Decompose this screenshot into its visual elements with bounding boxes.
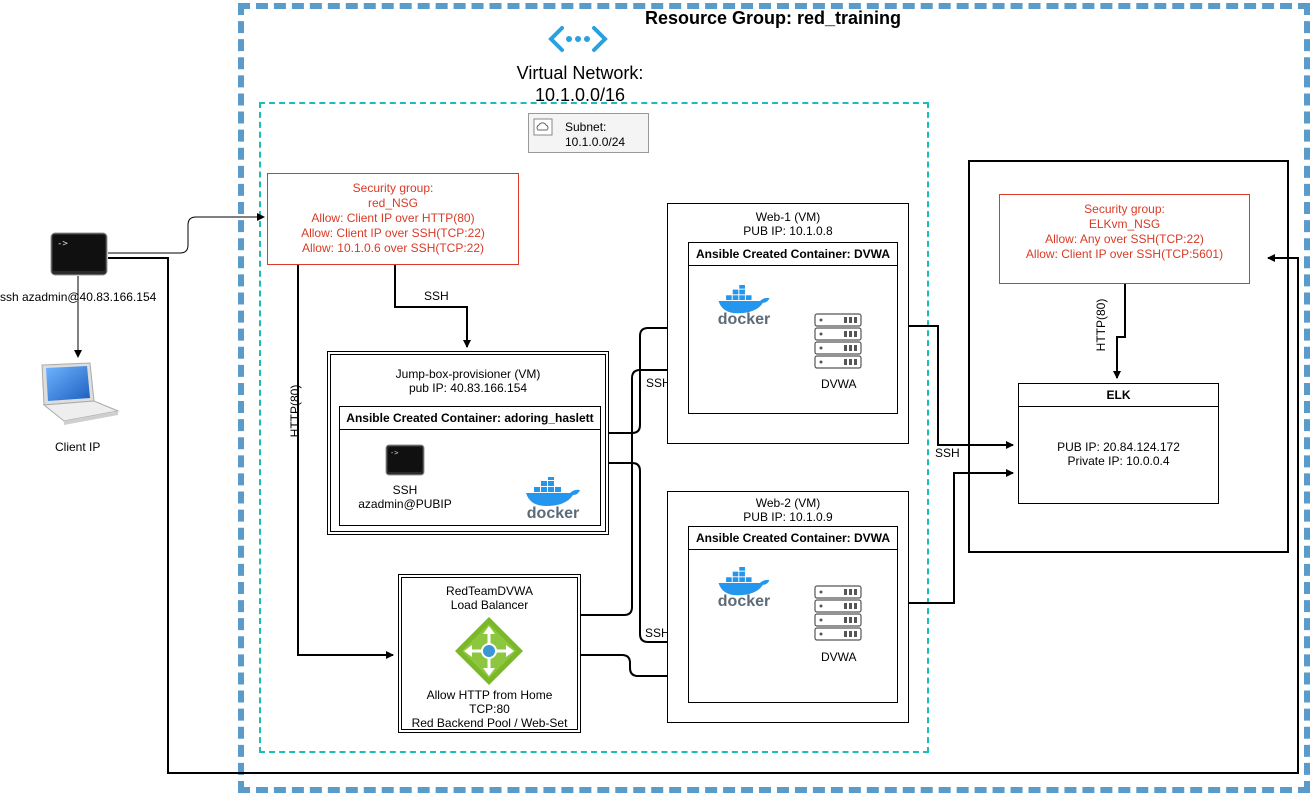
lb-subtitle: Load Balancer bbox=[450, 598, 529, 612]
web2-title: Web-2 (VM) bbox=[755, 496, 821, 510]
edge-label-http-elk: HTTP(80) bbox=[1094, 298, 1108, 352]
web1-title: Web-1 (VM) bbox=[755, 210, 821, 224]
web2-ip: PUB IP: 10.1.0.9 bbox=[743, 510, 833, 524]
elk-nsg-line-4: Allow: Client IP over SSH(TCP:5601) bbox=[1025, 247, 1224, 261]
resource-group-title: Resource Group: red_training bbox=[645, 8, 902, 28]
svg-text:->: -> bbox=[390, 449, 398, 457]
jump-box-docker-icon: docker bbox=[518, 475, 588, 523]
vnet-label: Virtual Network: 10.1.0.0/16 bbox=[490, 62, 670, 106]
edge-elknsg-elk bbox=[1113, 284, 1126, 379]
red-nsg-box: Security group: red_NSG Allow: Client IP… bbox=[267, 173, 519, 265]
subnet-cidr: 10.1.0.0/24 bbox=[565, 135, 626, 149]
web2-container: Ansible Created Container: DVWA docker bbox=[688, 526, 898, 703]
resource-group-container bbox=[238, 3, 1310, 793]
edge-client-elk-loop bbox=[108, 254, 1299, 774]
web1-ip: PUB IP: 10.1.0.8 bbox=[743, 224, 833, 238]
edge-lb-web2 bbox=[580, 654, 684, 680]
red-nsg-line-1: Security group: bbox=[352, 181, 434, 195]
edge-label-ssh-elk: SSH bbox=[935, 446, 960, 460]
web1-server-icon bbox=[814, 313, 862, 374]
edge-lb-web1 bbox=[580, 366, 684, 616]
laptop-icon bbox=[34, 361, 120, 432]
jump-box-container-title: Ansible Created Container: adoring_hasle… bbox=[340, 407, 600, 430]
load-balancer-icon bbox=[454, 616, 524, 691]
lb-line-1: Allow HTTP from Home bbox=[426, 688, 553, 702]
subnet-container bbox=[259, 102, 929, 753]
jump-box-ip: pub IP: 40.83.166.154 bbox=[408, 381, 528, 395]
elk-nsg-line-1: Security group: bbox=[1084, 202, 1165, 216]
edge-label-ssh-jump-web2: SSH bbox=[645, 626, 670, 640]
web1-container: Ansible Created Container: DVWA docker bbox=[688, 242, 898, 414]
edge-jump-web2 bbox=[598, 462, 684, 646]
elk-outer-box bbox=[968, 160, 1289, 553]
edge-nsg-jump bbox=[394, 265, 471, 348]
edge-label-ssh-nsg-jump: SSH bbox=[424, 289, 449, 303]
elk-nsg-line-3: Allow: Any over SSH(TCP:22) bbox=[1045, 232, 1204, 246]
subnet-cloud-icon bbox=[533, 118, 553, 141]
edge-label-ssh-jump-web1: SSH bbox=[646, 376, 671, 390]
web2-app-label: DVWA bbox=[821, 650, 857, 664]
edge-jump-web1 bbox=[598, 324, 684, 434]
subnet-title: Subnet: bbox=[565, 120, 607, 134]
web1-vm: Web-1 (VM) PUB IP: 10.1.0.8 Ansible Crea… bbox=[667, 203, 909, 444]
jump-box-ssh-label: SSH bbox=[392, 483, 418, 497]
elk-private-ip: Private IP: 10.0.0.4 bbox=[1067, 454, 1170, 468]
lb-line-2: TCP:80 bbox=[469, 702, 510, 716]
web2-vm: Web-2 (VM) PUB IP: 10.1.0.9 Ansible Crea… bbox=[667, 491, 909, 723]
web2-docker-word: docker bbox=[717, 593, 771, 610]
red-nsg-line-2: red_NSG bbox=[367, 196, 419, 210]
red-nsg-line-4: Allow: Client IP over SSH(TCP:22) bbox=[301, 226, 485, 240]
web2-docker-icon: docker bbox=[711, 565, 777, 613]
elk-title: ELK bbox=[1019, 384, 1218, 407]
web2-server-icon bbox=[814, 585, 862, 646]
client-ssh-command: ssh azadmin@40.83.166.154 bbox=[0, 290, 157, 304]
jump-box-title: Jump-box-provisioner (VM) bbox=[395, 367, 541, 381]
elk-box: ELK PUB IP: 20.84.124.172 Private IP: 10… bbox=[1018, 383, 1219, 504]
elk-nsg-line-2: ELKvm_NSG bbox=[1088, 217, 1161, 231]
lb-title: RedTeamDVWA bbox=[446, 584, 533, 598]
lb-line-3: Red Backend Pool / Web-Set bbox=[411, 716, 568, 730]
red-nsg-line-3: Allow: Client IP over HTTP(80) bbox=[311, 211, 475, 225]
load-balancer-box: RedTeamDVWA Load Balancer Allow HTTP fro… bbox=[398, 574, 581, 733]
jump-box-terminal-icon: -> bbox=[385, 444, 425, 481]
client-terminal-icon: -> bbox=[50, 232, 108, 281]
elk-nsg-box: Security group: ELKvm_NSG Allow: Any ove… bbox=[999, 194, 1250, 284]
edge-nsg-lb bbox=[297, 265, 394, 659]
web2-container-title: Ansible Created Container: DVWA bbox=[689, 527, 897, 550]
vnet-cidr: 10.1.0.0/16 bbox=[534, 85, 626, 105]
jump-box-container: Ansible Created Container: adoring_hasle… bbox=[339, 406, 601, 526]
virtual-network-icon bbox=[548, 24, 608, 54]
edge-web2-elk bbox=[890, 469, 1014, 604]
vnet-title: Virtual Network: bbox=[516, 63, 644, 83]
edge-label-http-left: HTTP(80) bbox=[288, 384, 302, 438]
red-nsg-line-5: Allow: 10.1.0.6 over SSH(TCP:22) bbox=[301, 241, 485, 255]
web1-container-title: Ansible Created Container: DVWA bbox=[689, 243, 897, 266]
subnet-label-box: Subnet: 10.1.0.0/24 bbox=[528, 113, 649, 153]
web1-app-label: DVWA bbox=[821, 377, 857, 391]
web1-docker-word: docker bbox=[717, 311, 771, 328]
jump-box-ssh-target: azadmin@PUBIP bbox=[358, 497, 452, 511]
jump-box-vm: Jump-box-provisioner (VM) pub IP: 40.83.… bbox=[327, 351, 609, 535]
jump-box-docker-word: docker bbox=[526, 505, 580, 522]
edge-client-nsg bbox=[108, 213, 265, 254]
web1-docker-icon: docker bbox=[711, 283, 777, 331]
elk-pub-ip: PUB IP: 20.84.124.172 bbox=[1057, 440, 1180, 454]
client-ip-label: Client IP bbox=[55, 440, 101, 454]
svg-text:->: -> bbox=[57, 239, 68, 249]
edge-web1-elk bbox=[898, 325, 1014, 449]
